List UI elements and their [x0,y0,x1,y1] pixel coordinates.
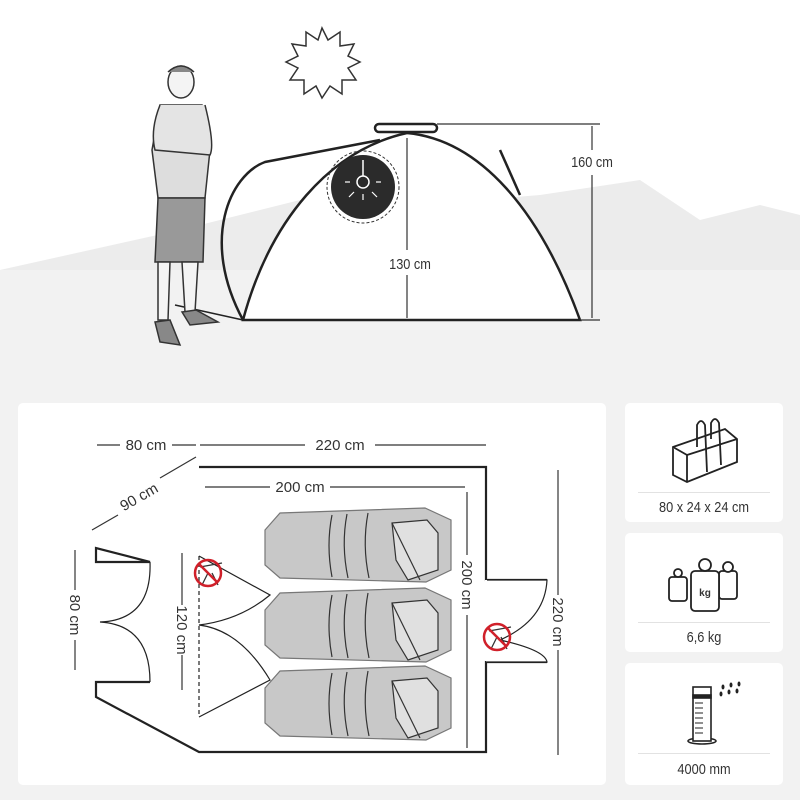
sleeping-bags [264,507,452,741]
height-dimension-outer [437,123,600,321]
floor-plan: 80 cm 220 cm 90 cm 80 cm 120 cm 200 cm 2… [66,437,566,755]
weight-card: kg 6,6 kg [625,533,783,652]
weights-icon: kg [668,558,738,612]
weight-label: 6,6 kg [686,629,722,646]
water-column-card: 4000 mm [625,663,783,785]
sleeping-bag [264,587,452,663]
rain-drops-icon [719,681,741,697]
person-figure [151,65,221,346]
water-column-label: 4000 mm [677,761,731,778]
divider [638,753,770,754]
vestibule-door-label: 80 cm [66,595,83,636]
pack-size-card: 80 x 24 x 24 cm [625,403,783,522]
inner-width-label: 220 cm [315,437,364,454]
no-mosquito-icon [193,558,223,588]
duffel-bag-icon [672,418,738,483]
divider [638,622,770,623]
tent-elevation-scene: 160 cm 130 cm [0,0,800,400]
dimension-lines [74,444,559,755]
sleep-width-label: 200 cm [458,560,475,609]
sleeping-bag [264,665,452,741]
divider [638,492,770,493]
mesh-door-label: 120 cm [173,605,190,654]
sun-icon [284,26,362,100]
weight-icon-text: kg [699,588,711,599]
vestibule-depth-label: 80 cm [126,437,167,454]
pack-size-label: 80 x 24 x 24 cm [658,499,749,516]
sleeping-bag [264,507,452,583]
outer-length-label: 220 cm [549,597,566,646]
no-mosquito-icon [482,622,512,652]
height-outer-label: 160 cm [571,153,613,170]
floor-plan-panel: 80 cm 220 cm 90 cm 80 cm 120 cm 200 cm 2… [18,403,606,785]
vestibule-side-label: 90 cm [117,480,161,515]
tent-lamp-icon [326,150,400,224]
height-inner-label: 130 cm [389,255,431,272]
water-column-icon [687,681,741,745]
sleep-length-label: 200 cm [275,479,324,496]
